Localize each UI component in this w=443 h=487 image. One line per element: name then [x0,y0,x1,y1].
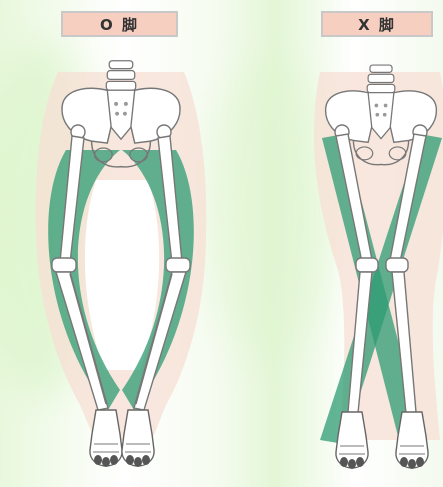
o-leg-figure [36,61,207,467]
x-leg-figure [314,65,443,469]
